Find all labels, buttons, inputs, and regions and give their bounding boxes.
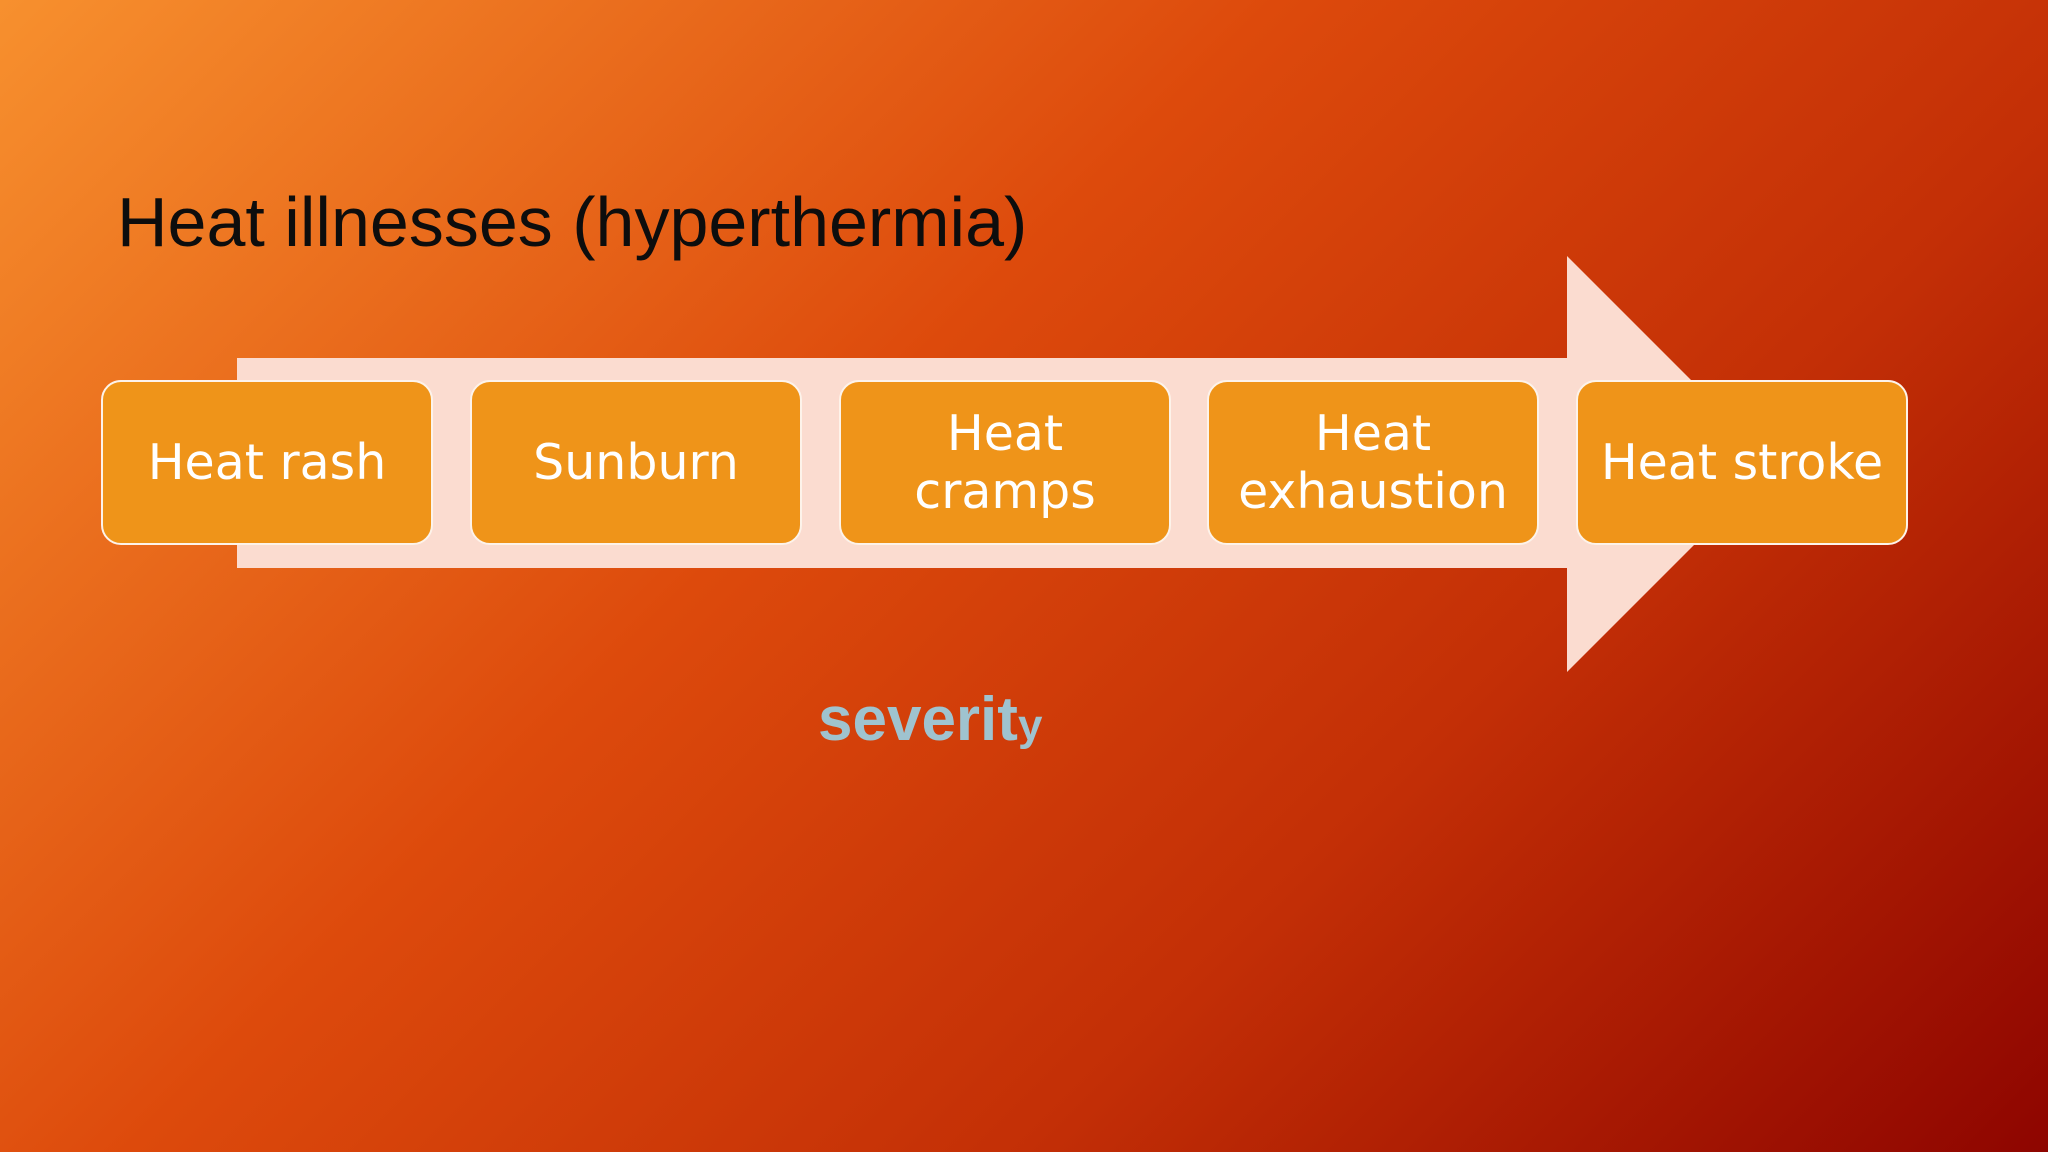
severity-label-main: severit bbox=[818, 685, 1018, 754]
step-heat-rash: Heat rash bbox=[101, 380, 433, 545]
step-heat-stroke: Heat stroke bbox=[1576, 380, 1908, 545]
step-heat-cramps: Heat cramps bbox=[839, 380, 1171, 545]
slide-title: Heat illnesses (hyperthermia) bbox=[117, 183, 1028, 261]
step-heat-exhaustion: Heat exhaustion bbox=[1207, 380, 1539, 545]
step-sunburn: Sunburn bbox=[470, 380, 802, 545]
severity-label-tail: y bbox=[1017, 701, 1043, 750]
severity-label: severity bbox=[818, 682, 1042, 764]
